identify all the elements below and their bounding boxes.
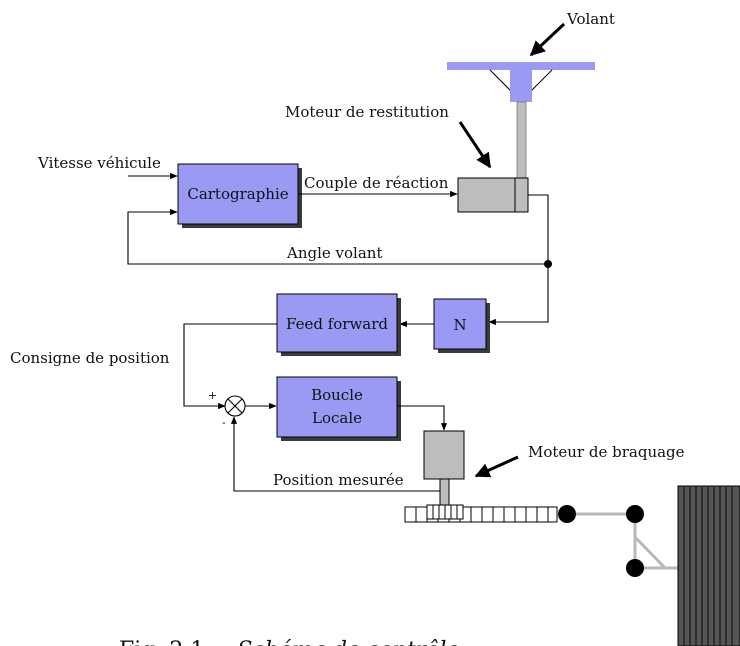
wire-motor-to-node <box>528 194 549 264</box>
pinion-gear <box>426 504 464 520</box>
block-boucle-line2: Locale <box>312 409 362 427</box>
arrow-volant <box>529 22 566 57</box>
tie-rod-linkage <box>558 505 678 577</box>
wire-node-to-n <box>488 264 549 326</box>
label-moteur-braquage: Moteur de braquage <box>528 443 685 461</box>
sign-minus: - <box>222 416 226 429</box>
block-n-label: N <box>453 316 466 334</box>
block-cartographie: Cartographie <box>177 163 302 228</box>
summing-junction <box>224 395 246 417</box>
sign-plus: + <box>208 389 217 402</box>
wire-boucle-to-motor <box>397 405 448 431</box>
arrow-moteur-braquage <box>474 455 519 478</box>
steering-motor <box>423 430 465 508</box>
steering-wheel <box>447 62 595 179</box>
feedback-motor <box>457 177 529 213</box>
label-moteur-restitution: Moteur de restitution <box>285 103 449 121</box>
block-boucle-locale: Boucle Locale <box>276 376 401 441</box>
label-consigne-position: Consigne de position <box>10 349 170 367</box>
label-position-mesuree: Position mesurée <box>273 471 404 489</box>
label-angle-volant: Angle volant <box>286 244 382 262</box>
wire-ff-to-sum <box>183 323 277 410</box>
caption-title: Schéma de contrôle <box>237 638 459 646</box>
figure-caption: Fig. 2.1 – Schéma de contrôle <box>119 638 459 646</box>
block-n: N <box>433 298 490 353</box>
wire-angle-loop <box>127 208 548 265</box>
block-feed-forward-label: Feed forward <box>286 315 388 333</box>
block-feed-forward: Feed forward <box>276 293 401 356</box>
arrow-moteur-restitution <box>458 121 492 169</box>
label-couple-reaction: Couple de réaction <box>304 174 449 192</box>
label-volant: Volant <box>566 10 615 28</box>
tire <box>677 485 740 646</box>
caption-fig: Fig. 2.1 – <box>119 638 222 646</box>
label-vitesse-vehicule: Vitesse véhicule <box>37 154 161 172</box>
block-boucle-line1: Boucle <box>311 386 363 404</box>
wire-position-feedback <box>230 416 440 492</box>
block-cartographie-label: Cartographie <box>187 185 288 203</box>
